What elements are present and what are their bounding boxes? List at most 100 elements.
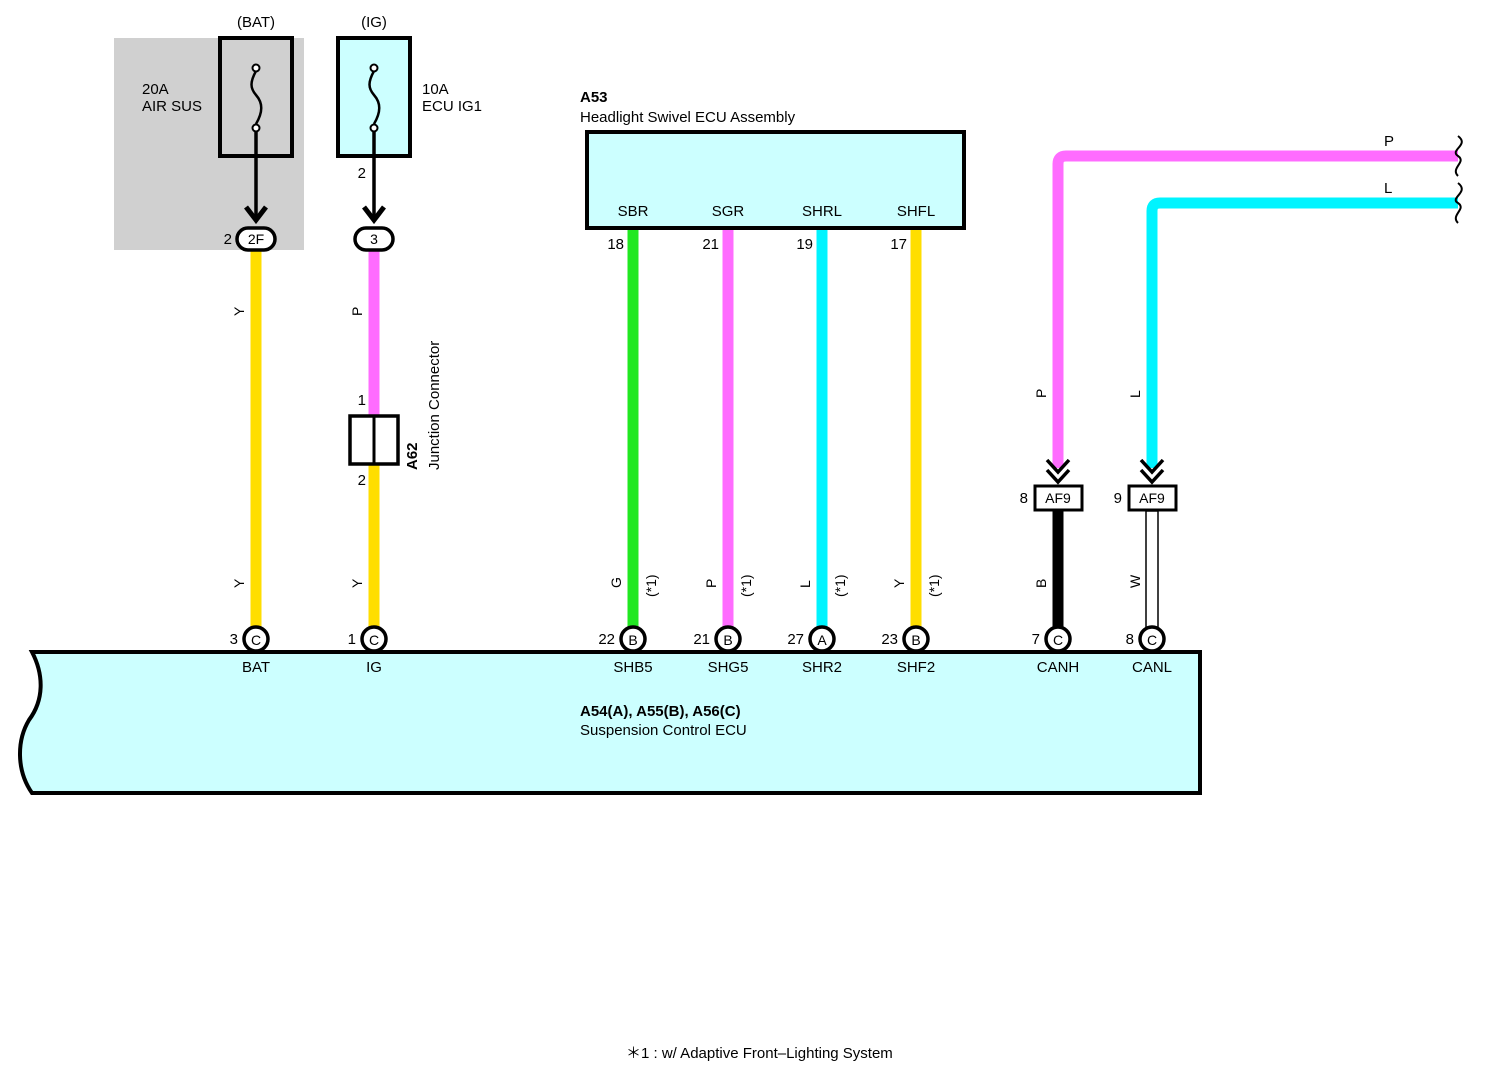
terminal-ig: IG (366, 659, 382, 676)
connector-af9-canl (1127, 484, 1178, 512)
wire-label-shf2: Y (891, 578, 907, 588)
wire-label-ig-upper: P (349, 307, 365, 316)
connector-shb5 (619, 625, 647, 653)
wire-label-can-p: P (1033, 389, 1049, 398)
fuse-20a-rating: 20A (142, 81, 169, 98)
can-p-arrow-icon (1045, 458, 1071, 485)
terminal-bat: BAT (242, 659, 270, 676)
wire-label-canl: W (1127, 574, 1143, 588)
note-shf2: (*1) (926, 574, 942, 597)
wire-label-shb5: G (608, 577, 624, 588)
terminal-sbr: SBR (618, 203, 649, 220)
fuse-bat-source: (BAT) (237, 14, 275, 31)
suspension-ecu-terminals: C 3 BAT C 1 IG B 22 SHB5 B 21 SHG5 A 27 … (230, 625, 1172, 676)
wire-top-p-label: P (1384, 133, 1394, 150)
suspension-ecu-name: Suspension Control ECU (580, 722, 747, 739)
pin-canh: 7 (1032, 631, 1040, 648)
terminal-canh: CANH (1037, 659, 1080, 676)
junction-pin-in: 1 (358, 392, 366, 409)
connector-shg5 (714, 625, 742, 653)
connector-shb5-letter: B (628, 632, 637, 648)
connector-canl (1138, 625, 1166, 653)
wire-break-l-icon (1454, 182, 1463, 224)
terminal-shfl: SHFL (897, 203, 935, 220)
pin-canl: 8 (1126, 631, 1134, 648)
connector-shf2-letter: B (911, 632, 920, 648)
junction-pin-out: 2 (358, 472, 366, 489)
wire-canl-white (1145, 510, 1159, 629)
connector-2f (235, 226, 277, 252)
pin-shg5: 21 (693, 631, 710, 648)
junction-code: A62 (404, 442, 421, 470)
pin-shfl: 17 (890, 236, 907, 253)
connector-canh-letter: C (1053, 632, 1063, 648)
fuse-10a-arrow-icon (362, 205, 386, 225)
wire-label-bat: Y (231, 578, 247, 588)
connector-af9-canl-pin: 9 (1114, 490, 1122, 507)
terminal-shr2: SHR2 (802, 659, 842, 676)
note-shb5: (*1) (643, 574, 659, 597)
fuse-10a-terminal-bottom (369, 123, 379, 133)
connector-canl-letter: C (1147, 632, 1157, 648)
junction-name: Junction Connector (426, 341, 443, 470)
pin-shf2: 23 (881, 631, 898, 648)
headlight-ecu-terminals: SBR SGR SHRL SHFL 18 21 19 17 (607, 203, 935, 253)
connector-3-label: 3 (370, 231, 378, 247)
headlight-ecu-name: Headlight Swivel ECU Assembly (580, 109, 796, 126)
fuse-20a-name: AIR SUS (142, 98, 202, 115)
connector-shr2-letter: A (817, 632, 827, 648)
pin-ig: 1 (348, 631, 356, 648)
footnote: ＊1 : w/ Adaptive Front–Lighting System (626, 1045, 893, 1062)
pin-sgr: 21 (702, 236, 719, 253)
suspension-ecu-box (18, 650, 1202, 795)
wire-label-can-l: L (1127, 390, 1143, 398)
wire-label-bat-upper: Y (231, 306, 247, 316)
connector-canh (1044, 625, 1072, 653)
pin-shr2: 27 (787, 631, 804, 648)
connector-ig (360, 625, 388, 653)
pin-sbr: 18 (607, 236, 624, 253)
pin-shrl: 19 (796, 236, 813, 253)
terminal-shrl: SHRL (802, 203, 842, 220)
can-l-arrow-icon (1139, 458, 1165, 485)
wire-label-shr2: L (797, 580, 813, 588)
connector-af9-canl-label: AF9 (1139, 490, 1165, 506)
fuse-20a-arrow-icon (244, 205, 268, 225)
connector-bat (242, 625, 270, 653)
headlight-ecu-box (585, 130, 966, 230)
connector-ig-letter: C (369, 632, 379, 648)
terminal-shb5: SHB5 (613, 659, 652, 676)
wire-label-shg5: P (703, 579, 719, 588)
pin-shb5: 22 (598, 631, 615, 648)
terminal-sgr: SGR (712, 203, 745, 220)
pin-bat: 3 (230, 631, 238, 648)
connector-shf2 (902, 625, 930, 653)
wire-label-canh: B (1033, 579, 1049, 588)
connector-af9-canh-label: AF9 (1045, 490, 1071, 506)
fuse-10a-element-icon (368, 70, 381, 125)
connector-shr2 (808, 625, 836, 653)
headlight-ecu-code: A53 (580, 89, 608, 106)
fuse-10a-rating: 10A (422, 81, 449, 98)
suspension-ecu-codes: A54(A), A55(B), A56(C) (580, 703, 741, 720)
note-shg5: (*1) (738, 574, 754, 597)
fuse-20a-terminal-bottom (251, 123, 261, 133)
wire-label-ig: Y (349, 578, 365, 588)
terminal-shg5: SHG5 (708, 659, 749, 676)
connector-2f-label: 2F (248, 231, 264, 247)
fuse-20a-terminal-top (251, 63, 261, 73)
fuse-20a-element-icon (250, 70, 263, 125)
fuse-10a-pin: 2 (358, 165, 366, 182)
connector-bat-letter: C (251, 632, 261, 648)
wire-can-l-blue (1146, 197, 1458, 468)
connector-2f-pin: 2 (224, 231, 232, 248)
connector-af9-canh (1033, 484, 1084, 512)
wire-break-p-icon (1454, 135, 1463, 177)
connector-af9-canh-pin: 8 (1020, 490, 1028, 507)
terminal-canl: CANL (1132, 659, 1172, 676)
connector-shg5-letter: B (723, 632, 732, 648)
wire-top-l-label: L (1384, 180, 1392, 197)
fuse-ig-source: (IG) (361, 14, 387, 31)
wire-can-p-pink (1052, 150, 1458, 468)
